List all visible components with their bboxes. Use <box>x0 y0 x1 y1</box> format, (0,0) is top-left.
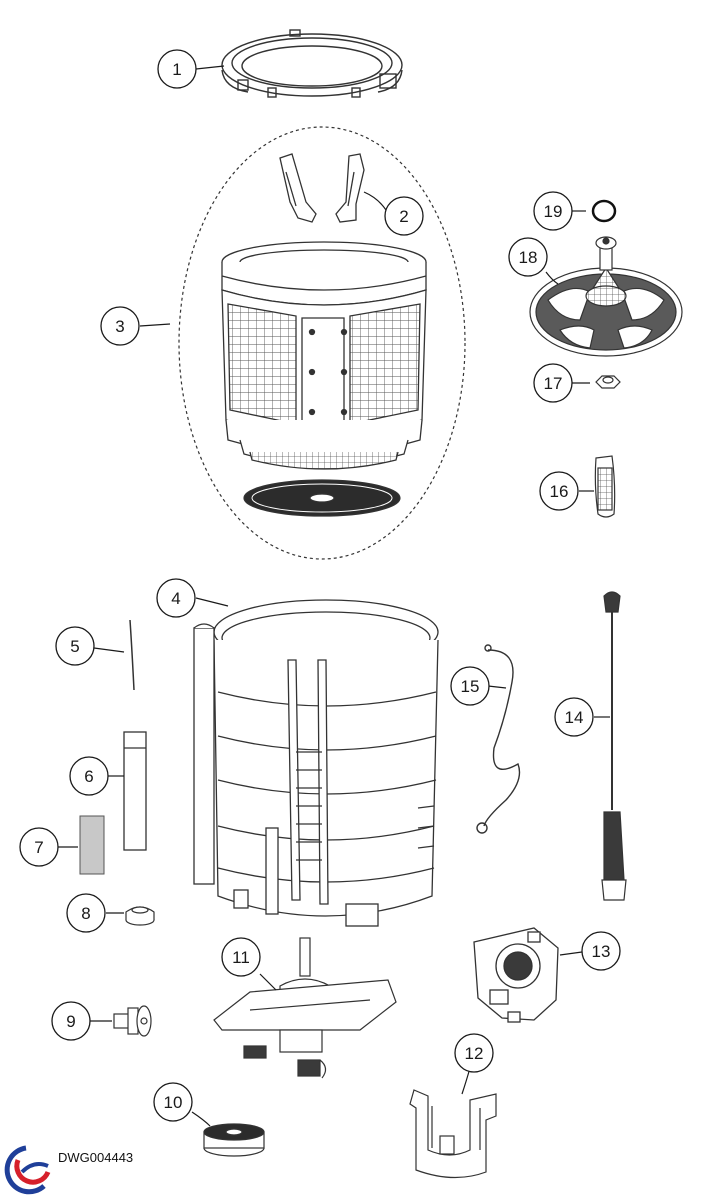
callout-13: 13 <box>581 931 621 971</box>
leader-10 <box>191 1111 211 1127</box>
callout-18: 18 <box>508 237 548 277</box>
part-10-rotor <box>203 1123 265 1157</box>
svg-text:9: 9 <box>66 1012 75 1031</box>
svg-text:1: 1 <box>172 60 181 79</box>
part-12-bracket <box>409 1089 497 1179</box>
svg-text:4: 4 <box>171 589 180 608</box>
callout-14: 14 <box>554 697 594 737</box>
callout-4: 4 <box>156 578 196 618</box>
leader-15 <box>487 685 507 689</box>
svg-text:18: 18 <box>519 248 538 267</box>
leader-13 <box>559 951 583 956</box>
drawing-number: DWG004443 <box>58 1150 134 1165</box>
callout-5: 5 <box>55 626 95 666</box>
part-15-hose <box>476 644 521 834</box>
part-11-transmission <box>213 937 397 1079</box>
callouts: 1 2 3 4 5 6 7 8 9 10 11 12 13 14 15 16 1… <box>19 49 621 1122</box>
callout-11: 11 <box>221 937 261 977</box>
svg-text:16: 16 <box>550 482 569 501</box>
part-1-top-ring <box>221 29 403 98</box>
callout-12: 12 <box>454 1033 494 1073</box>
part-3-basket-plate <box>243 479 401 517</box>
svg-text:11: 11 <box>232 948 250 967</box>
callout-16: 16 <box>539 471 579 511</box>
part-16-lint-filter <box>594 455 616 518</box>
leader-11 <box>259 973 277 991</box>
svg-text:10: 10 <box>164 1093 183 1112</box>
part-6-tube <box>123 731 147 851</box>
svg-text:17: 17 <box>544 374 563 393</box>
callout-3: 3 <box>100 306 140 346</box>
leader-5 <box>93 647 125 653</box>
leader-4 <box>195 597 229 607</box>
svg-text:3: 3 <box>115 317 124 336</box>
callout-2: 2 <box>384 196 424 236</box>
part-3-wash-basket <box>221 241 427 470</box>
assembly-group-outline <box>178 126 466 560</box>
svg-text:2: 2 <box>399 207 408 226</box>
callout-1: 1 <box>157 49 197 89</box>
callout-17: 17 <box>533 363 573 403</box>
part-13-pump <box>473 927 559 1023</box>
callout-15: 15 <box>450 666 490 706</box>
svg-text:5: 5 <box>70 637 79 656</box>
part-8-cap <box>125 906 155 926</box>
part-7-foam-strip <box>79 815 105 875</box>
svg-text:13: 13 <box>592 942 611 961</box>
part-18-impeller <box>529 236 683 357</box>
leader-3 <box>139 323 171 327</box>
leader-1 <box>195 65 225 70</box>
part-5-wire <box>129 619 135 691</box>
part-19-o-ring <box>591 199 617 223</box>
svg-text:12: 12 <box>465 1044 484 1063</box>
svg-text:15: 15 <box>461 677 480 696</box>
callout-9: 9 <box>51 1001 91 1041</box>
callout-10: 10 <box>153 1082 193 1122</box>
callout-8: 8 <box>66 893 106 933</box>
callout-7: 7 <box>19 827 59 867</box>
svg-text:6: 6 <box>84 767 93 786</box>
brand-logo-icon <box>4 1145 51 1195</box>
part-9-fitting <box>113 1005 152 1037</box>
callout-6: 6 <box>69 756 109 796</box>
svg-text:8: 8 <box>81 904 90 923</box>
leader-18 <box>545 271 559 285</box>
leader-2 <box>363 191 387 211</box>
part-14-suspension-rod <box>601 591 627 901</box>
part-17-nut <box>595 375 621 389</box>
svg-text:19: 19 <box>544 202 563 221</box>
svg-text:7: 7 <box>34 838 43 857</box>
part-2-brackets <box>279 153 365 223</box>
svg-text:14: 14 <box>565 708 584 727</box>
callout-19: 19 <box>533 191 573 231</box>
part-4-outer-tub <box>193 599 439 927</box>
